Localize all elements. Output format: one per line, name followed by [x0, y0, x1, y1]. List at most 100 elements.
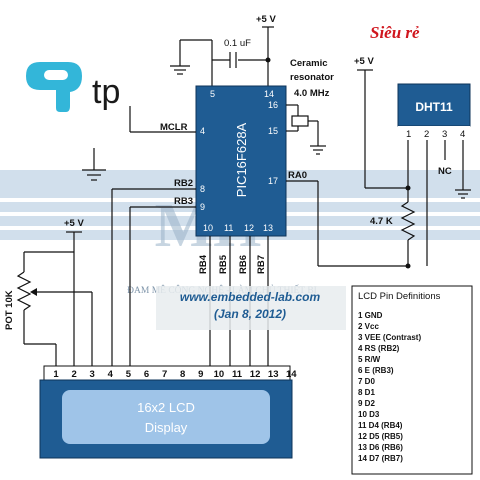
mcu-pin-9: 9 [200, 202, 205, 212]
pin-def-item: 9 D2 [358, 399, 375, 408]
lcd-pin-6: 6 [144, 369, 149, 380]
rb2-label: RB2 [174, 178, 193, 189]
resonator-label-3: 4.0 MHz [294, 88, 330, 99]
pin-defs-box [351, 285, 473, 475]
mcu-pin-17: 17 [268, 176, 278, 186]
res-zigzag [400, 201, 416, 241]
mcu-pin-4: 4 [200, 126, 205, 136]
lcd-pin-10: 10 [214, 369, 225, 380]
right-supply: +5 V [354, 56, 411, 191]
pin-def-item: 11 D4 (RB4) [358, 421, 403, 430]
mclr-label: MCLR [160, 122, 188, 133]
lcd-pin-4: 4 [108, 369, 114, 380]
bus-label-rb5: RB5 [218, 254, 229, 274]
res-bottom-junction [405, 263, 411, 269]
mcu-pin-11: 11 [224, 223, 233, 233]
rb2-rb3-net: RB2 RB3 [111, 178, 196, 366]
lcd-pin-5: 5 [126, 369, 132, 380]
pin-def-item: 8 D1 [358, 388, 375, 397]
ra0-label: RA0 [288, 170, 307, 181]
dht11-name: DHT11 [415, 100, 453, 114]
pin-defs-list: 1 GND 2 Vcc 3 VEE (Contrast) 4 RS (RB2) 5 R/… [358, 311, 421, 463]
pin-def-item: 14 D7 (RB7) [358, 454, 403, 463]
credit-date: (Jan 8, 2012) [214, 307, 286, 321]
mcu: PIC16F628A 5 14 16 15 4 8 9 17 10 11 12 … [195, 85, 287, 237]
vcc-right-label: +5 V [354, 56, 374, 67]
pin-def-item: 1 GND [358, 311, 383, 320]
pot-wiper-arrow [30, 288, 37, 296]
pot-net: +5 V POT 10K [4, 218, 93, 366]
pin-def-item: 5 R/W [358, 355, 381, 364]
pin-def-item: 3 VEE (Contrast) [358, 333, 421, 342]
pin-def-item: 4 RS (RB2) [358, 344, 400, 353]
mcu-body [195, 85, 287, 237]
mcu-pin-8: 8 [200, 184, 205, 194]
resonator: Ceramic resonator 4.0 MHz [286, 58, 334, 155]
lcd-pin-7: 7 [162, 369, 167, 380]
gnd-left [82, 148, 106, 181]
resonator-label-2: resonator [290, 72, 334, 83]
lcd-pin-9: 9 [198, 369, 203, 380]
lcd-line-2: Display [145, 420, 188, 435]
pin-def-item: 6 E (RB3) [358, 366, 394, 375]
resonator-label-1: Ceramic [290, 58, 328, 69]
lcd-screen [62, 390, 270, 444]
lcd-line-1: 16x2 LCD [137, 400, 195, 415]
pullup-resistor: 4.7 K [370, 188, 416, 269]
bus-label-rb7: RB7 [256, 255, 267, 274]
mcu-pin-14: 14 [264, 89, 274, 99]
ra0-net: RA0 [286, 170, 408, 267]
tp-logo: tp [26, 62, 120, 112]
capacitor-label: 0.1 uF [224, 38, 251, 49]
pot-label: POT 10K [4, 290, 15, 330]
top-supply: +5 V 0.1 uF [170, 14, 276, 86]
dht11-pin-3: 3 [442, 129, 447, 140]
vcc-left-label: +5 V [64, 218, 84, 229]
mclr-net: MCLR [129, 106, 196, 133]
mcu-pin-5: 5 [210, 89, 215, 99]
dht11-pin-4: 4 [460, 129, 465, 140]
resonator-body [291, 115, 309, 127]
bus-label-rb4: RB4 [198, 254, 209, 274]
pin-def-item: 10 D3 [358, 410, 380, 419]
mcu-pin-12: 12 [244, 223, 254, 233]
dht11-pin-2: 2 [424, 129, 429, 140]
mcu-name: PIC16F628A [234, 122, 249, 197]
mcu-pin-10: 10 [203, 223, 213, 233]
pin-def-item: 13 D6 (RB6) [358, 443, 403, 452]
dht11-nc-label: NC [438, 166, 452, 177]
lcd-pin-14: 14 [286, 369, 297, 380]
credit: www.embedded-lab.com (Jan 8, 2012) [156, 286, 346, 330]
pin-definitions: LCD Pin Definitions 1 GND 2 Vcc 3 VEE (Con… [351, 285, 473, 475]
lcd-pin-13: 13 [268, 369, 279, 380]
resistor-label: 4.7 K [370, 216, 393, 227]
lcd-pin-11: 11 [232, 369, 243, 380]
mcu-pin-16: 16 [268, 100, 278, 110]
pin-defs-title: LCD Pin Definitions [358, 291, 441, 302]
lcd-pin-8: 8 [180, 369, 185, 380]
vcc-top-label: +5 V [256, 14, 276, 25]
dht11-pin-1: 1 [406, 129, 411, 140]
rb3-label: RB3 [174, 196, 193, 207]
credit-url: www.embedded-lab.com [180, 290, 321, 304]
bus-label-rb6: RB6 [238, 255, 249, 274]
mcu-pin-13: 13 [263, 223, 273, 233]
tp-logo-icon [26, 62, 82, 112]
pot-zigzag [16, 271, 32, 311]
lcd-pin-3: 3 [90, 369, 95, 380]
lcd-pin-12: 12 [250, 369, 261, 380]
tagline: Siêu rẻ [370, 23, 420, 42]
pin-def-item: 7 D0 [358, 377, 375, 386]
tp-logo-text: tp [92, 73, 120, 111]
pin-def-item: 12 D5 (RB5) [358, 432, 403, 441]
dht11-pin-strip [398, 126, 470, 140]
credit-box [156, 286, 346, 330]
dht11-body [397, 83, 471, 127]
dht11-sensor: DHT11 1 2 3 4 NC [397, 83, 471, 266]
lcd-pin-2: 2 [71, 369, 76, 380]
pin-def-item: 2 Vcc [358, 322, 379, 331]
lcd-pin-1: 1 [53, 369, 59, 380]
